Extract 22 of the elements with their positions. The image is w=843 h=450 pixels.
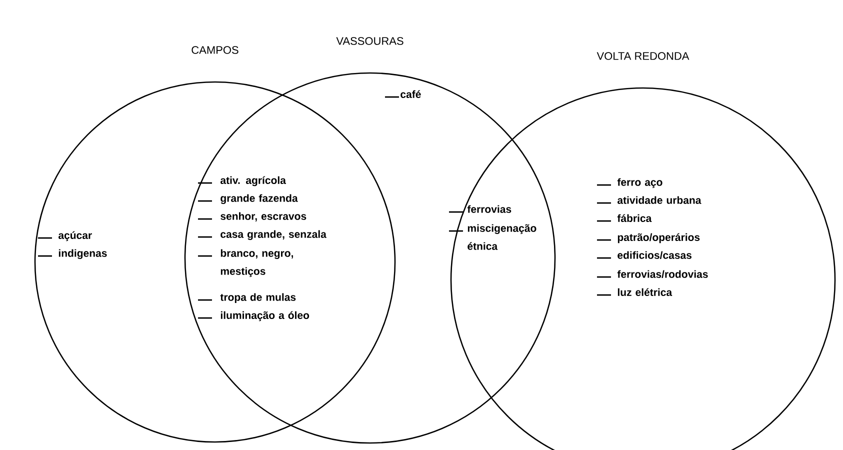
- list-item: ferro aço: [597, 178, 662, 188]
- list-item: açúcar: [38, 231, 92, 242]
- list-item: edificios/casas: [597, 251, 692, 260]
- list-item: ferrovias/rodovias: [597, 270, 708, 278]
- circle-heading: VASSOURAS: [336, 37, 404, 45]
- list-item: tropa de mulas: [198, 293, 296, 303]
- list-item: atividade urbana: [597, 196, 702, 204]
- list-item: senhor, escravos: [198, 212, 306, 222]
- list-item: miscigenação étnica: [449, 224, 536, 250]
- circle-heading: VOLTA REDONDA: [596, 52, 690, 60]
- list-item: ferrovias: [449, 205, 512, 213]
- list-item: indigenas: [38, 249, 107, 260]
- circle-heading: CAMPOS: [192, 46, 238, 54]
- list-item: grande fazenda: [198, 194, 298, 204]
- list-item: casa grande, senzala: [198, 230, 326, 240]
- list-item: café: [385, 90, 421, 98]
- list-item: iluminação a óleo: [198, 311, 310, 322]
- list-item: branco, negro, mestiços: [198, 249, 293, 277]
- list-item: ativ. agrícola: [198, 176, 286, 186]
- list-item: fábrica: [597, 214, 652, 222]
- list-item: patrão/operários: [597, 233, 700, 244]
- list-item: luz elétrica: [597, 288, 672, 296]
